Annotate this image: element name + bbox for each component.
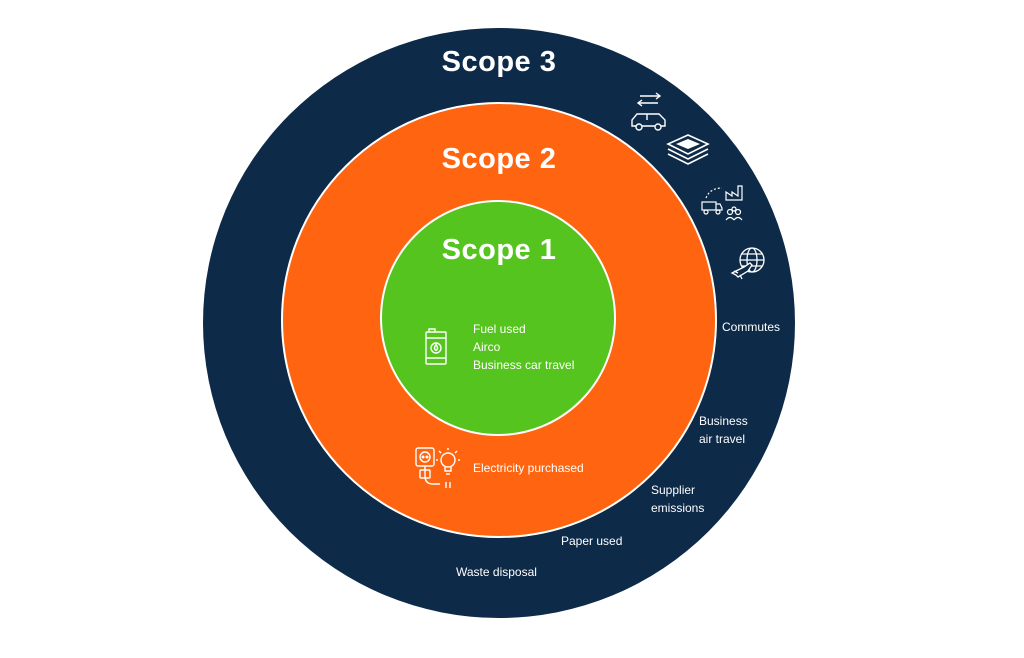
- scope-1-title: Scope 1: [441, 234, 557, 266]
- car-commute-icon: [628, 92, 670, 132]
- scope-3-item-waste: Waste disposal: [456, 565, 537, 579]
- scope-3-item-paper: Paper used: [561, 534, 623, 548]
- scope-1-circle: [380, 200, 616, 436]
- scope-1-item: Business car travel: [473, 358, 575, 372]
- supplier-truck-factory-icon: [700, 184, 744, 224]
- scope-3-title: Scope 3: [441, 46, 557, 78]
- fuel-barrel-icon: [424, 328, 448, 366]
- scope-1-item: Fuel used: [473, 322, 526, 336]
- paper-stack-icon: [666, 134, 710, 168]
- scope-3-item-business-air: air travel: [699, 432, 746, 446]
- scope-3-item-supplier: Supplier: [651, 483, 696, 497]
- scope-3-item-business-air: Business: [699, 414, 748, 428]
- plane-globe-icon: [730, 245, 768, 281]
- scope-3-item-supplier: emissions: [651, 501, 705, 515]
- scope-2-item: Electricity purchased: [473, 461, 584, 475]
- scope-1-item: Airco: [473, 340, 501, 354]
- scope-2-title: Scope 2: [441, 143, 557, 175]
- scope-3-item-commutes: Commutes: [722, 320, 781, 334]
- electricity-plug-bulb-icon: [414, 446, 462, 490]
